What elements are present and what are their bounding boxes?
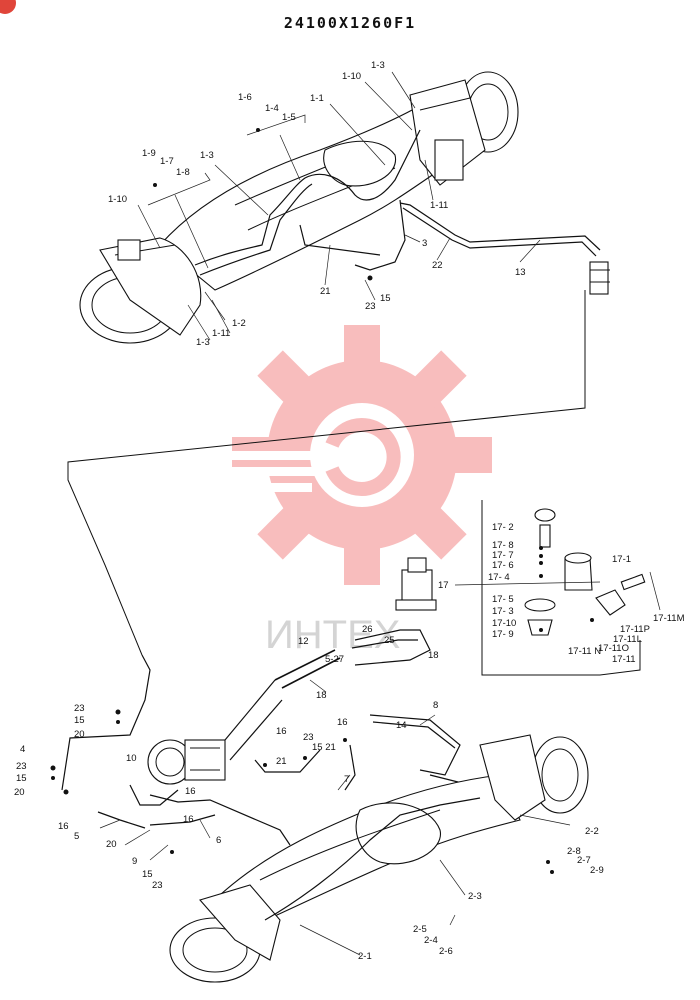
label-17-10: 17-10	[492, 618, 516, 629]
label-26: 26	[362, 624, 373, 635]
label-17-9: 17- 9	[492, 629, 514, 640]
fitting-markers	[50, 128, 594, 874]
label-16-mid: 16	[276, 726, 287, 737]
label-1-3-top: 1-3	[371, 60, 385, 71]
label-17-4: 17- 4	[488, 572, 510, 583]
brake-valve-assembly	[274, 557, 437, 689]
label-1-5: 1-5	[282, 112, 296, 123]
drawing-title: 24100X1260F1	[283, 14, 417, 32]
label-2-3: 2-3	[468, 891, 482, 902]
reservoir-callout-bracket	[481, 500, 641, 676]
label-1-10-left: 1-10	[108, 194, 127, 205]
label-1-11-right: 1-11	[430, 200, 448, 211]
label-2-9: 2-9	[590, 865, 604, 876]
label-17-7: 17- 7	[492, 550, 514, 561]
label-16-a: 16	[58, 821, 69, 832]
brake-booster	[147, 739, 226, 785]
label-25: 25	[384, 635, 395, 646]
label-2-8: 2-8	[567, 846, 581, 857]
label-23-top: 23	[365, 301, 376, 312]
label-1-10-top: 1-10	[342, 71, 361, 82]
label-20-b: 20	[14, 787, 25, 798]
label-17-11: 17-11	[612, 654, 636, 665]
label-1-9: 1-9	[142, 148, 156, 159]
front-brake-pipes	[194, 129, 610, 295]
label-1-7: 1-7	[160, 156, 174, 167]
label-15-b: 15	[16, 773, 27, 784]
rear-pipes	[97, 679, 511, 846]
label-21-mid: 21	[276, 756, 287, 767]
label-15-a: 15	[74, 715, 85, 726]
label-1-2: 1-2	[232, 318, 246, 329]
label-2-6: 2-6	[439, 946, 453, 957]
label-17-2: 17- 2	[492, 522, 514, 533]
label-15-top: 15	[380, 293, 391, 304]
label-16-b: 16	[185, 786, 196, 797]
label-1-6: 1-6	[238, 92, 252, 103]
label-17-3: 17- 3	[492, 606, 514, 617]
left-front-brake-drum	[79, 237, 202, 344]
label-7: 7	[344, 774, 349, 785]
callout-17	[454, 581, 601, 586]
label-17-1: 17-1	[612, 554, 631, 565]
label-6: 6	[216, 835, 221, 846]
label-17-8: 17- 8	[492, 540, 514, 551]
label-23-a: 23	[74, 703, 85, 714]
rear-axle-pipe	[264, 797, 481, 921]
label-2-4: 2-4	[424, 935, 438, 946]
label-18-right: 18	[428, 650, 439, 661]
label-12: 12	[298, 636, 309, 647]
label-18-left: 18	[316, 690, 327, 701]
label-16-c: 16	[183, 814, 194, 825]
long-pipe-route	[61, 290, 586, 791]
label-2-5: 2-5	[413, 924, 427, 935]
right-front-brake-drum	[409, 71, 519, 186]
label-22: 22	[432, 260, 443, 271]
label-17-11n: 17-11 N	[568, 646, 601, 657]
label-8: 8	[433, 700, 438, 711]
label-23-d: 23	[152, 880, 163, 891]
label-17-6: 17- 6	[492, 560, 514, 571]
label-17-11l: 17-11L	[613, 634, 642, 645]
label-15-21: 15 21	[312, 742, 336, 753]
label-1-4: 1-4	[265, 103, 279, 114]
label-1-3-bot: 1-3	[196, 337, 210, 348]
label-21-top: 21	[320, 286, 331, 297]
label-15-c: 15	[142, 869, 153, 880]
label-14: 14	[396, 720, 407, 731]
right-rear-brake-drum	[479, 734, 589, 821]
reservoir-exploded-view	[524, 508, 661, 636]
part-labels: 1-3 1-10 1-1 1-6 1-4 1-5 1-9 1-7 1-8 1-3…	[14, 60, 685, 962]
label-23-b: 23	[16, 761, 27, 772]
label-3: 3	[422, 238, 427, 249]
label-1-11-left: 1-11	[212, 328, 230, 339]
label-13: 13	[515, 267, 526, 278]
watermark-gear-icon	[222, 325, 492, 585]
label-5: 5	[74, 831, 79, 842]
label-5-27: 5-27	[325, 654, 344, 665]
label-23-c: 23	[303, 732, 314, 743]
label-17-11o: 17-11O	[598, 643, 629, 654]
label-2-7: 2-7	[577, 855, 591, 866]
label-1-1: 1-1	[310, 93, 324, 104]
label-10: 10	[126, 753, 137, 764]
label-2-1: 2-1	[358, 951, 372, 962]
leader-lines	[99, 71, 571, 956]
label-17-11m: 17-11M	[653, 613, 685, 624]
label-17: 17	[438, 580, 449, 591]
label-20-c: 20	[106, 839, 117, 850]
label-2-2: 2-2	[585, 826, 599, 837]
label-1-3-mid: 1-3	[200, 150, 214, 161]
label-4: 4	[20, 744, 25, 755]
label-1-8: 1-8	[176, 167, 190, 178]
label-17-5: 17- 5	[492, 594, 514, 605]
corner-badge	[0, 0, 16, 14]
label-9: 9	[132, 856, 137, 867]
label-20-a: 20	[74, 729, 85, 740]
left-rear-brake-drum	[169, 884, 281, 983]
label-17-11p: 17-11P	[620, 624, 650, 635]
label-16-d: 16	[337, 717, 348, 728]
